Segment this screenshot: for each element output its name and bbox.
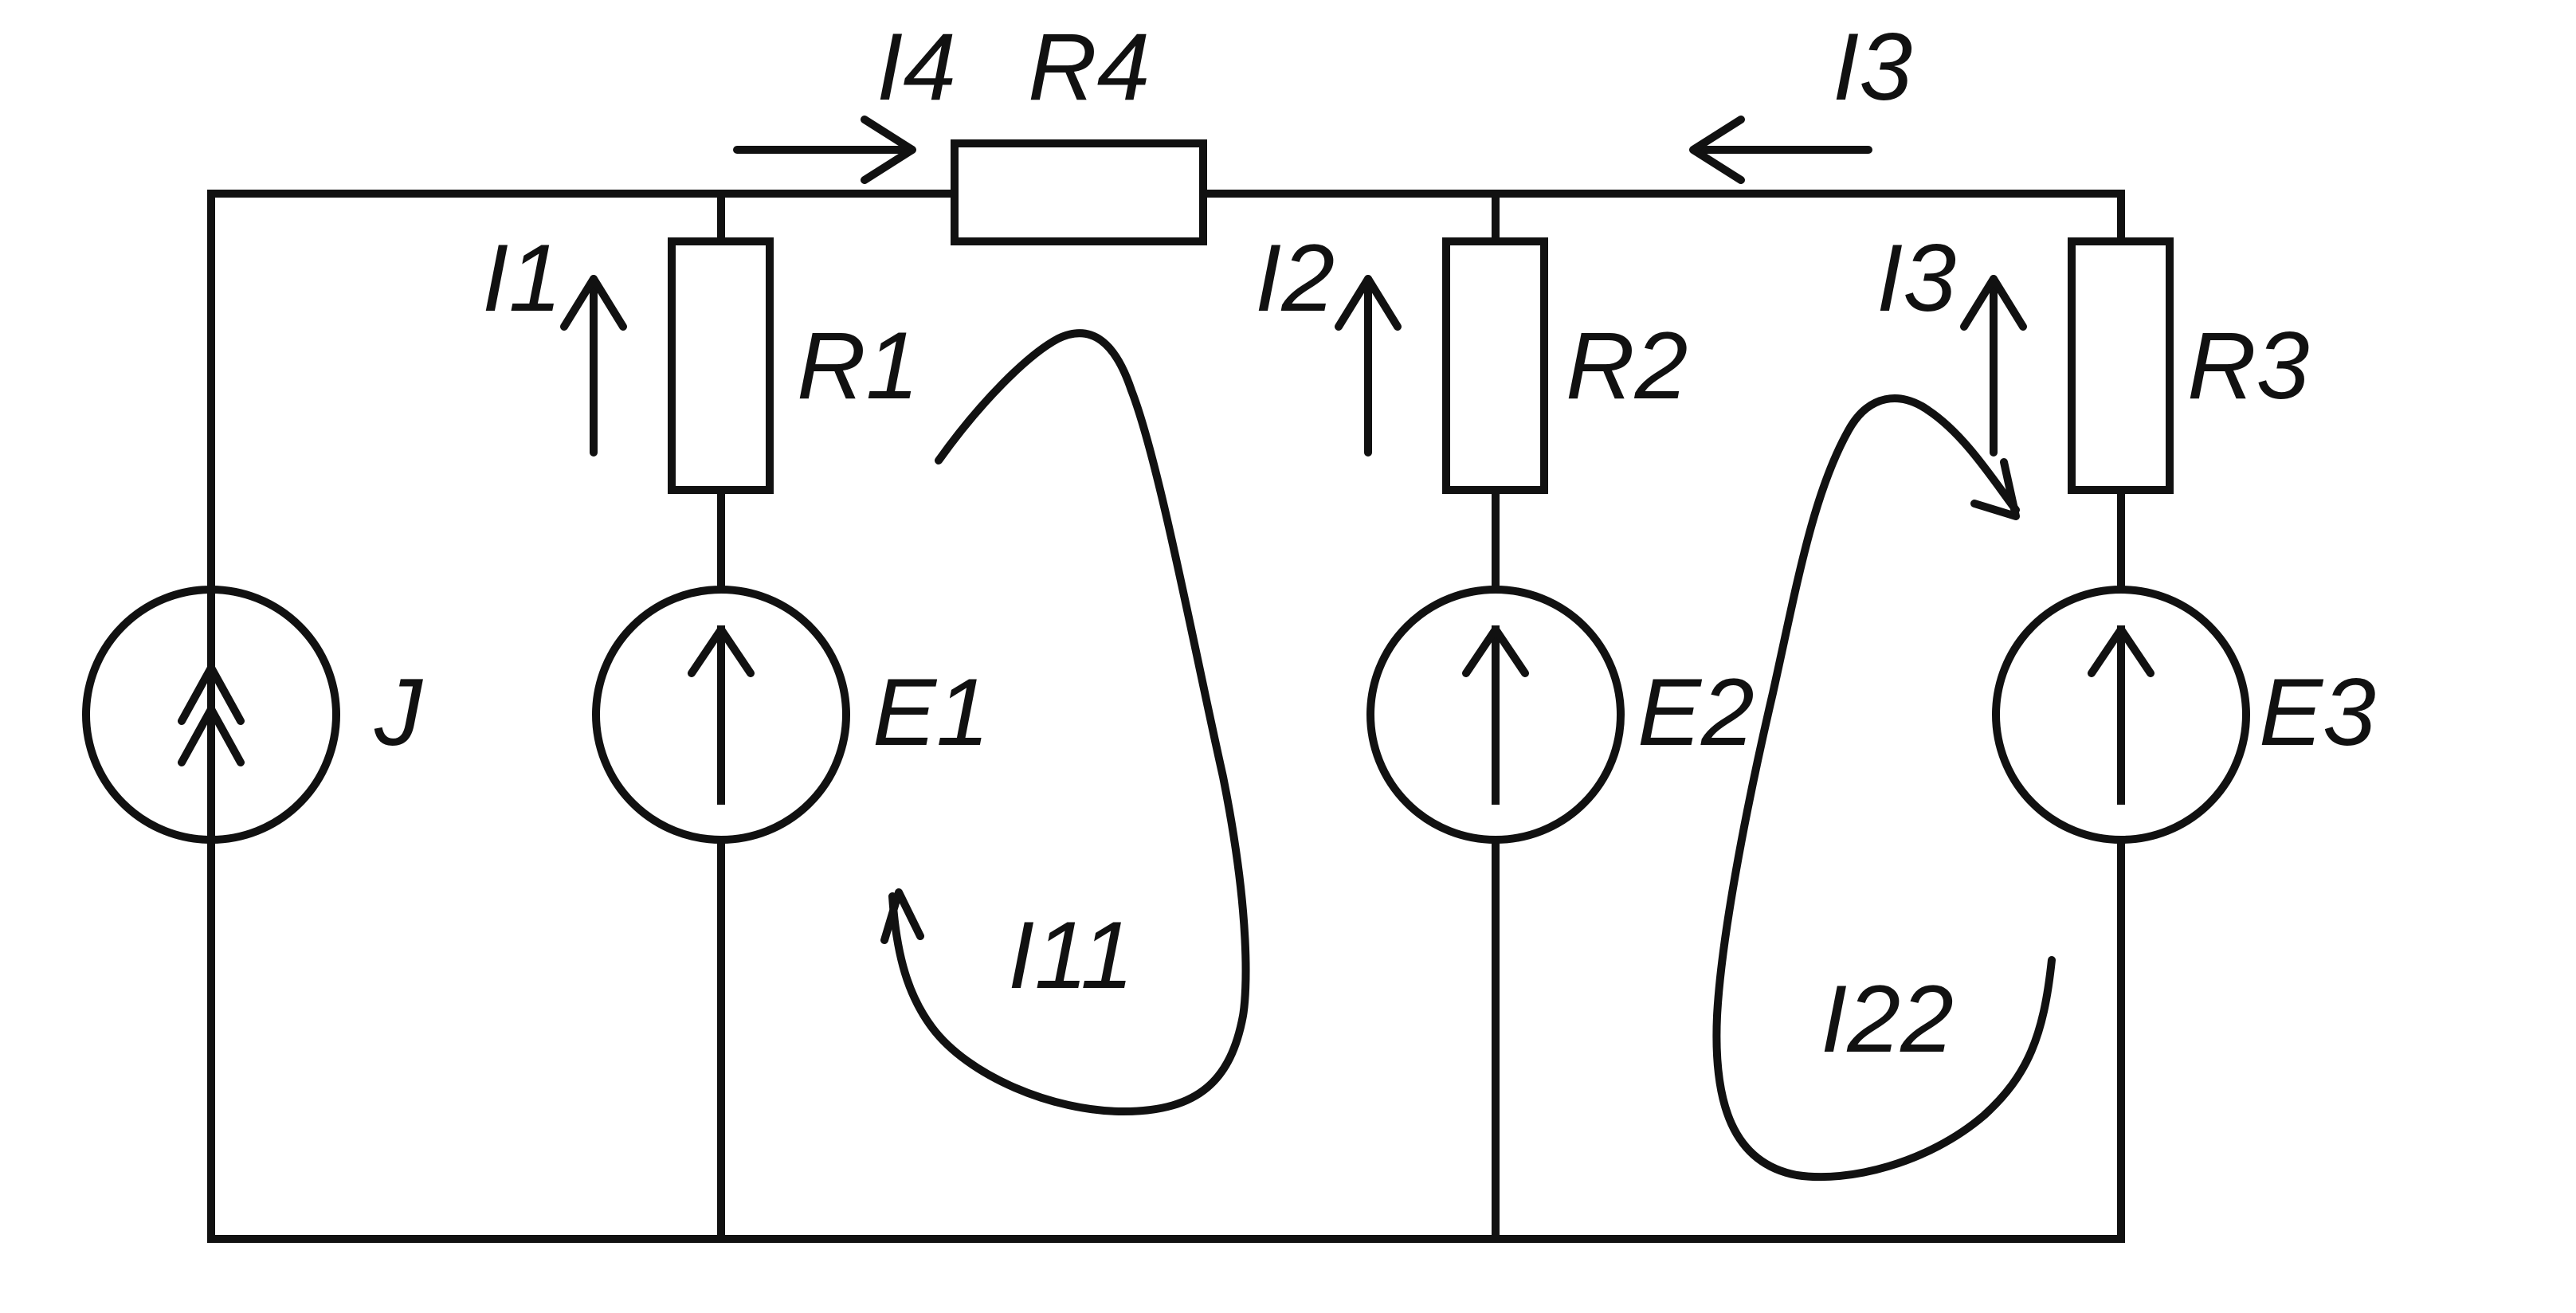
- label-i1: I1: [482, 225, 562, 331]
- label-r1: R1: [797, 312, 919, 419]
- label-i11: I11: [1008, 902, 1134, 1009]
- current-arrow-i1: [560, 275, 627, 457]
- resistor-r2: [1442, 237, 1548, 494]
- wires: [207, 190, 2125, 1243]
- current-arrow-i4: [733, 116, 916, 184]
- label-i4: I4: [876, 14, 956, 120]
- resistor-r4: [951, 139, 1207, 245]
- current-arrow-i3: [1960, 275, 2027, 457]
- label-e2: E2: [1637, 659, 1755, 766]
- voltage-source-arrow: [1462, 625, 1529, 677]
- current-arrow-i2: [1335, 275, 1402, 457]
- label-i3: I3: [1876, 225, 1956, 331]
- label-r3: R3: [2187, 312, 2309, 419]
- label-i2: I2: [1255, 225, 1335, 331]
- current-source-arrow-lower: [178, 705, 245, 766]
- voltage-source-arrow: [2088, 625, 2155, 677]
- label-e1: E1: [872, 659, 990, 766]
- resistor-r3: [2068, 237, 2174, 494]
- loop-current-i22: [1712, 394, 2056, 1182]
- label-i22: I22: [1821, 966, 1954, 1072]
- current-source-j: [82, 586, 340, 844]
- voltage-source-e3: [1992, 586, 2250, 844]
- voltage-source-e2: [1366, 586, 1625, 844]
- label-r2: R2: [1566, 312, 1688, 419]
- label-j: J: [374, 659, 423, 766]
- resistor-r1: [668, 237, 774, 494]
- voltage-source-e1: [592, 586, 850, 844]
- current-arrow-i3-top: [1689, 116, 1872, 184]
- voltage-source-arrow: [688, 625, 755, 677]
- label-i3-top: I3: [1833, 14, 1912, 120]
- loop-current-i11: [880, 329, 1250, 1115]
- current-source-arrow-upper: [178, 664, 245, 725]
- label-r4: R4: [1028, 14, 1150, 120]
- label-e3: E3: [2259, 659, 2376, 766]
